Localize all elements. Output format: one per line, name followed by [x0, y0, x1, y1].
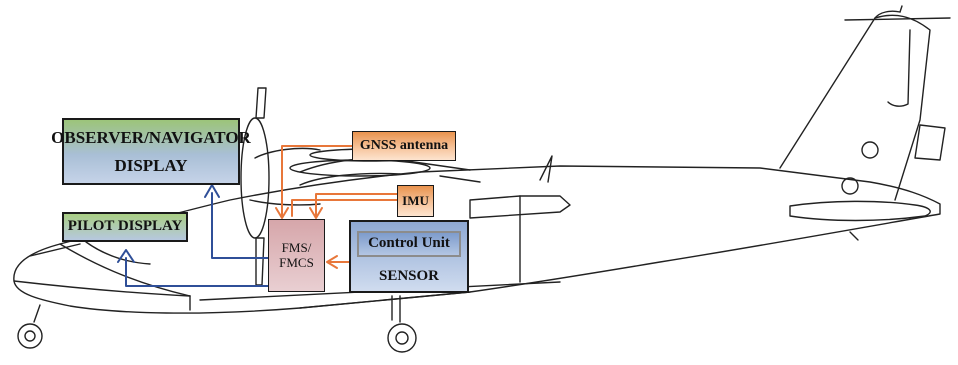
data-link-arrows — [117, 184, 269, 287]
gnss-antenna-label: GNSS antenna — [359, 137, 449, 153]
control-unit-box: Control Unit — [357, 231, 461, 257]
fms-line1: FMS/ — [281, 239, 312, 255]
sensor-box: Control Unit SENSOR — [349, 220, 469, 293]
observer-display-line2: DISPLAY — [114, 155, 188, 175]
gnss-antenna-box: GNSS antenna — [352, 131, 456, 161]
sensor-label: SENSOR — [378, 268, 440, 284]
control-unit-label: Control Unit — [368, 235, 450, 252]
fms-fmcs-box: FMS/ FMCS — [268, 219, 325, 292]
imu-label: IMU — [402, 192, 429, 208]
fms-line2: FMCS — [279, 254, 314, 270]
observer-display-line1: OBSERVER/NAVIGATOR — [51, 127, 251, 147]
pilot-display-box: PILOT DISPLAY — [62, 212, 188, 242]
observer-navigator-display-box: OBSERVER/NAVIGATOR DISPLAY — [51, 118, 251, 185]
signal-arrows — [275, 145, 416, 269]
pilot-display-label: PILOT DISPLAY — [67, 218, 183, 235]
imu-box: IMU — [397, 185, 434, 217]
